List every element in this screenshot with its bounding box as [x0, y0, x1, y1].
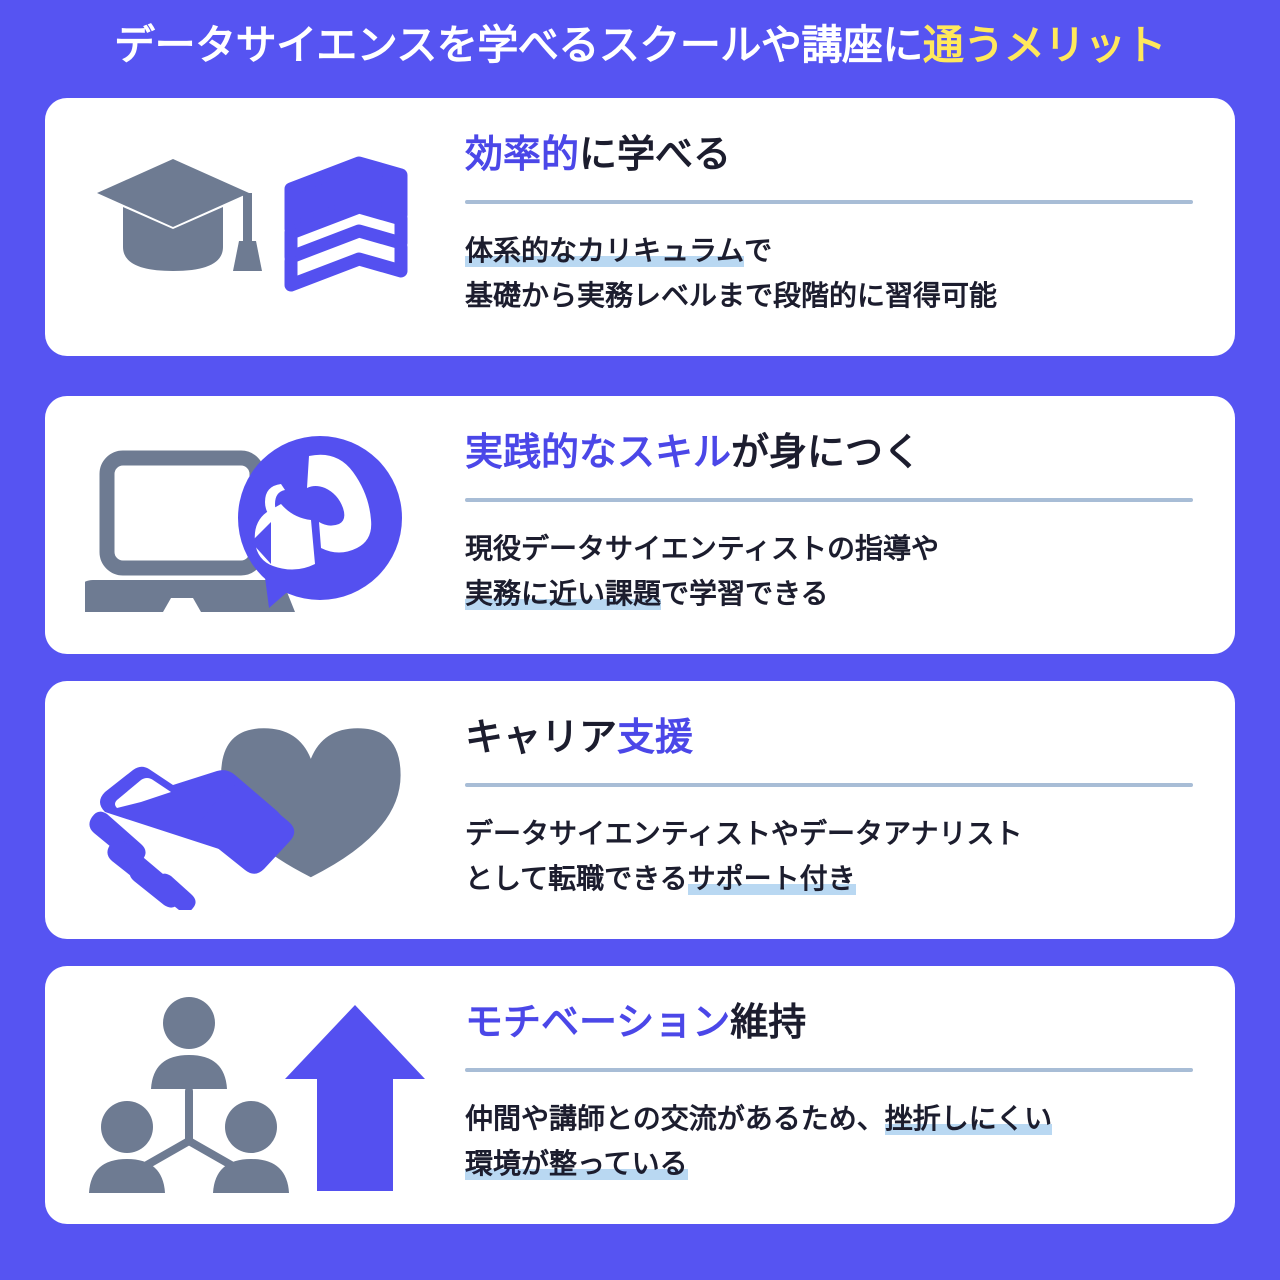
body-pre: 現役データサイエンティストの指導や — [465, 532, 940, 564]
card-heading: 効率的に学べる — [465, 134, 1195, 178]
card-body: 現役データサイエンティストの指導や 実務に近い課題で学習できる — [465, 526, 1195, 617]
benefit-card-career-support[interactable]: キャリア支援 データサイエンティストやデータアナリスト として転職できるサポート… — [45, 681, 1235, 939]
card-heading-rest: に学べる — [579, 134, 732, 176]
body-post: で — [744, 234, 773, 266]
body-highlight: サポート付き — [687, 863, 856, 896]
people-network-and-up-arrow-icon — [45, 966, 465, 1224]
laptop-and-flexed-arm-icon — [45, 396, 465, 654]
body-post: で学習できる — [661, 578, 829, 610]
page-title-plain: データサイエンスを学べるスクールや講座に — [114, 22, 923, 68]
card-body-line: として転職できるサポート付き — [465, 856, 1195, 901]
benefit-card-efficient-learning[interactable]: 効率的に学べる 体系的なカリキュラムで 基礎から実務レベルまで段階的に習得可能 — [45, 98, 1235, 356]
body-pre: として転職できる — [465, 863, 688, 895]
card-divider — [465, 199, 1193, 204]
benefit-card-motivation[interactable]: モチベーション維持 仲間や講師との交流があるため、挫折しにくい 環境が整っている — [45, 966, 1235, 1224]
handshake-and-heart-icon — [45, 681, 465, 939]
body-pre: 基礎から実務レベルまで段階的に習得可能 — [465, 280, 998, 312]
card-heading-accent: 実践的なスキル — [465, 432, 732, 474]
body-highlight: 環境が整っている — [465, 1148, 688, 1181]
body-highlight: 挫折しにくい — [884, 1102, 1053, 1135]
body-pre: データサイエンティストやデータアナリスト — [465, 817, 1023, 849]
card-body: 体系的なカリキュラムで 基礎から実務レベルまで段階的に習得可能 — [465, 228, 1195, 319]
card-heading: キャリア支援 — [465, 717, 1195, 761]
card-divider — [465, 782, 1193, 787]
graduation-cap-and-books-icon — [45, 98, 465, 356]
card-body-line: 現役データサイエンティストの指導や — [465, 526, 1195, 571]
card-body-line: 体系的なカリキュラムで — [465, 228, 1195, 273]
card-heading: 実践的なスキルが身につく — [465, 432, 1195, 476]
card-divider — [465, 497, 1193, 502]
card-heading-rest: が身につく — [731, 432, 922, 474]
body-pre: 仲間や講師との交流があるため、 — [465, 1102, 885, 1134]
benefit-card-practical-skills[interactable]: 実践的なスキルが身につく 現役データサイエンティストの指導や 実務に近い課題で学… — [45, 396, 1235, 654]
card-body-line: 環境が整っている — [465, 1141, 1195, 1186]
card-heading-accent: 支援 — [617, 717, 694, 759]
card-divider — [465, 1067, 1193, 1072]
card-body-line: 仲間や講師との交流があるため、挫折しにくい — [465, 1096, 1195, 1141]
card-body-line: 実務に近い課題で学習できる — [465, 571, 1195, 616]
card-body: データサイエンティストやデータアナリスト として転職できるサポート付き — [465, 811, 1195, 902]
page-title: データサイエンスを学べるスクールや講座に通うメリット — [0, 20, 1280, 71]
card-heading-accent: モチベーション — [465, 1002, 731, 1044]
body-highlight: 実務に近い課題 — [465, 578, 662, 611]
card-body: 仲間や講師との交流があるため、挫折しにくい 環境が整っている — [465, 1096, 1195, 1187]
card-heading-rest: 維持 — [730, 1002, 807, 1044]
card-heading: モチベーション維持 — [465, 1002, 1195, 1046]
card-heading-accent: 効率的 — [465, 134, 580, 176]
card-body-line: 基礎から実務レベルまで段階的に習得可能 — [465, 273, 1195, 318]
page-title-accent: 通うメリット — [922, 22, 1167, 68]
card-body-line: データサイエンティストやデータアナリスト — [465, 811, 1195, 856]
body-highlight: 体系的なカリキュラム — [465, 234, 745, 267]
card-heading-rest: キャリア — [465, 717, 618, 759]
